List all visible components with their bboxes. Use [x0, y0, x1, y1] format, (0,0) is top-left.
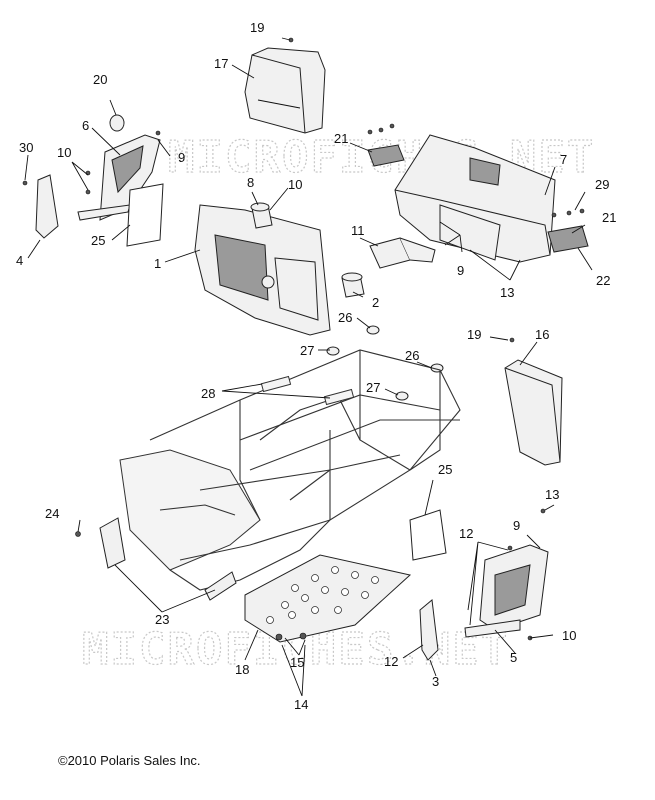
part-6-door-panel	[77, 134, 161, 221]
part-18-skid-plate	[244, 554, 412, 643]
callout-3: 3	[432, 674, 439, 689]
part-1-dash-panel	[194, 204, 331, 336]
callout-15: 15	[290, 655, 304, 670]
callout-22: 22	[596, 273, 610, 288]
callout-9: 9	[178, 150, 185, 165]
callout-8: 8	[247, 175, 254, 190]
callout-2: 2	[372, 295, 379, 310]
callout-16: 16	[535, 327, 549, 342]
part-11-plate	[399, 237, 436, 263]
callout-29: 29	[595, 177, 609, 192]
callout-13: 13	[500, 285, 514, 300]
callout-7: 7	[560, 152, 567, 167]
part-21-pad-right	[547, 225, 589, 253]
chassis-frame	[119, 349, 461, 591]
callout-10: 10	[288, 177, 302, 192]
callout-27: 27	[300, 343, 314, 358]
callout-12: 12	[459, 526, 473, 541]
callout-1: 1	[154, 256, 161, 271]
callout-6: 6	[82, 118, 89, 133]
callout-21: 21	[602, 210, 616, 225]
part-17-shield	[244, 47, 326, 134]
callout-25: 25	[438, 462, 452, 477]
part-5-door-panel	[464, 544, 549, 638]
callout-30: 30	[19, 140, 33, 155]
callout-28: 28	[201, 386, 215, 401]
callout-25: 25	[91, 233, 105, 248]
callout-19: 19	[467, 327, 481, 342]
callout-17: 17	[214, 56, 228, 71]
part-2-mount	[341, 272, 365, 298]
callout-4: 4	[16, 253, 23, 268]
callout-14: 14	[294, 697, 308, 712]
callout-26: 26	[338, 310, 352, 325]
callout-23: 23	[155, 612, 169, 627]
part-25-sheet-right	[409, 509, 447, 561]
callout-27: 27	[366, 380, 380, 395]
part-16-guard	[504, 359, 563, 466]
callout-12: 12	[384, 654, 398, 669]
callout-20: 20	[93, 72, 107, 87]
callout-9: 9	[457, 263, 464, 278]
part-25-sheet-left	[126, 183, 164, 247]
callout-11: 11	[351, 223, 365, 238]
part-4-bracket	[35, 174, 59, 239]
part-23-plate-right	[204, 571, 237, 601]
callout-19: 19	[250, 20, 264, 35]
callout-26: 26	[405, 348, 419, 363]
part-3-bracket	[419, 599, 439, 661]
part-27-plug	[326, 346, 340, 356]
callout-10: 10	[57, 145, 71, 160]
callout-5: 5	[510, 650, 517, 665]
callout-10: 10	[562, 628, 576, 643]
callout-13: 13	[545, 487, 559, 502]
part-23-plate-left	[99, 517, 126, 569]
callout-9: 9	[513, 518, 520, 533]
part-8-mount	[250, 202, 273, 229]
callout-24: 24	[45, 506, 59, 521]
callout-labels: 19 17 20 6 9 30 10 4 25 1 8 10 2 26 27 2…	[16, 20, 616, 712]
part-20-cap	[109, 114, 125, 132]
part-7-floor-tray	[394, 134, 556, 263]
leader-lines	[24, 37, 593, 697]
callout-21: 21	[334, 131, 348, 146]
part-21-pad-left	[367, 144, 405, 167]
callout-18: 18	[235, 662, 249, 677]
copyright-notice: ©2010 Polaris Sales Inc.	[58, 753, 201, 768]
part-27-plug-2	[395, 391, 409, 401]
